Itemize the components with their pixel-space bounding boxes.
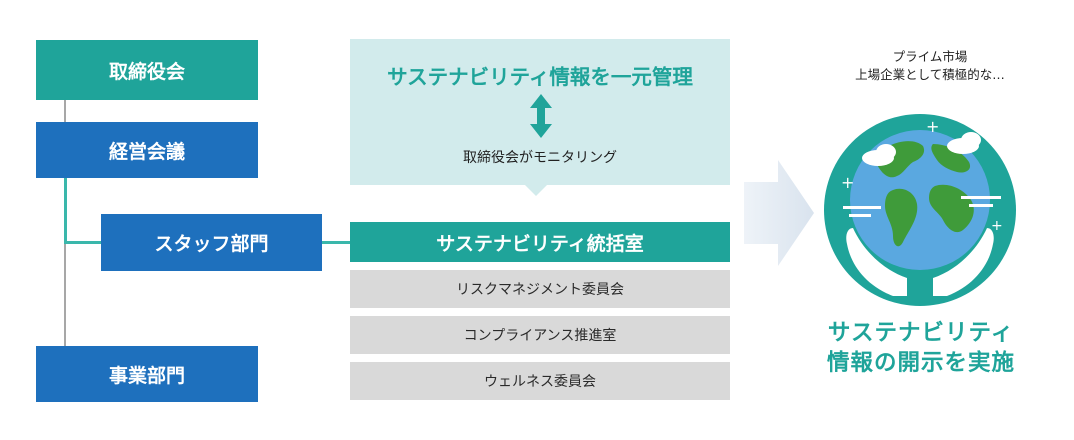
globe-hands-icon: + + +	[824, 114, 1016, 306]
sustainability-office-label: サステナビリティ統括室	[436, 232, 644, 255]
committee-item: ウェルネス委員会	[350, 362, 730, 400]
connector-management-business	[64, 178, 66, 346]
staff-dept-label: スタッフ部門	[154, 233, 269, 255]
right-arrow-icon	[744, 160, 814, 266]
connector-board-management	[64, 100, 66, 122]
monitor-text: 取締役会がモニタリング	[463, 150, 617, 166]
management-meeting-label: 経営会議	[108, 140, 185, 163]
central-title: サステナビリティ情報を一元管理	[387, 65, 693, 89]
board-box: 取締役会	[36, 40, 258, 100]
staff-dept-box: スタッフ部門	[101, 214, 322, 271]
business-dept-box: 事業部門	[36, 346, 258, 402]
double-arrow-icon	[530, 94, 552, 138]
caption-line-2: 上場企業として積極的な…	[855, 67, 1005, 82]
committee-label: コンプライアンス推進室	[463, 328, 617, 344]
connector-to-staff	[64, 241, 102, 244]
disclosure-title-line-2: 情報の開示を実施	[826, 350, 1015, 376]
prime-market-caption: プライム市場 上場企業として積極的な…	[820, 48, 1040, 84]
disclosure-title: サステナビリティ 情報の開示を実施	[806, 318, 1036, 378]
connector-staff-to-office	[322, 241, 350, 244]
svg-text:+: +	[841, 173, 854, 192]
central-management-panel: サステナビリティ情報を一元管理 取締役会がモニタリング	[350, 39, 730, 185]
committee-label: リスクマネジメント委員会	[456, 282, 624, 298]
sustainability-office-box: サステナビリティ統括室	[350, 222, 730, 262]
business-dept-label: 事業部門	[108, 364, 185, 387]
committee-item: リスクマネジメント委員会	[350, 270, 730, 308]
connector-to-staff-vertical	[64, 178, 67, 244]
committee-item: コンプライアンス推進室	[350, 316, 730, 354]
caption-line-1: プライム市場	[892, 49, 968, 64]
svg-text:+: +	[926, 117, 939, 136]
panel-pointer	[524, 184, 548, 196]
committee-label: ウェルネス委員会	[484, 374, 596, 390]
management-meeting-box: 経営会議	[36, 122, 258, 178]
disclosure-title-line-1: サステナビリティ	[827, 320, 1015, 346]
svg-text:+: +	[991, 218, 1003, 234]
board-label: 取締役会	[108, 60, 185, 83]
